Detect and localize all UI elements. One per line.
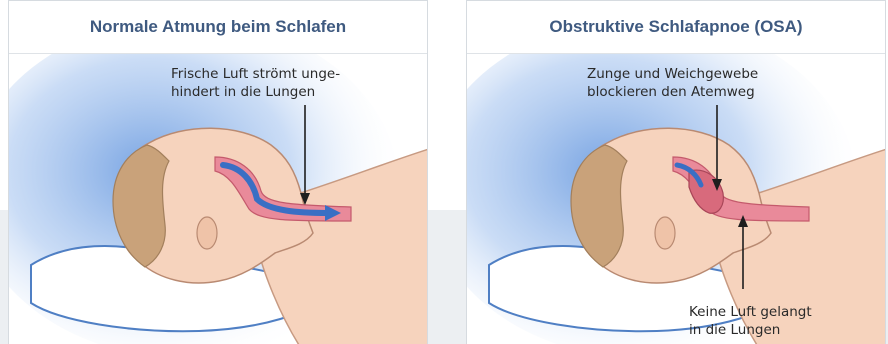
- callout-no-air: Keine Luft gelangt in die Lungen: [689, 303, 812, 339]
- panel-osa: Obstruktive Schlafapnoe (OSA) Zunge und …: [466, 0, 886, 344]
- callout-fresh-air: Frische Luft strömt unge- hindert in die…: [171, 65, 340, 101]
- callout-line: Zunge und Weichgewebe: [587, 65, 758, 83]
- panel-title: Normale Atmung beim Schlafen: [90, 17, 346, 37]
- ear: [197, 217, 217, 249]
- callout-line: hindert in die Lungen: [171, 83, 340, 101]
- callout-line: Frische Luft strömt unge-: [171, 65, 340, 83]
- ear: [655, 217, 675, 249]
- callout-line: Keine Luft gelangt: [689, 303, 812, 321]
- callout-line: in die Lungen: [689, 321, 812, 339]
- panel-header: Normale Atmung beim Schlafen: [9, 1, 427, 54]
- panel-normal-breathing: Normale Atmung beim Schlafen Frische L: [8, 0, 428, 344]
- panel-header: Obstruktive Schlafapnoe (OSA): [467, 1, 885, 54]
- callout-line: blockieren den Atemweg: [587, 83, 758, 101]
- panel-title: Obstruktive Schlafapnoe (OSA): [549, 17, 802, 37]
- callout-tongue-block: Zunge und Weichgewebe blockieren den Ate…: [587, 65, 758, 101]
